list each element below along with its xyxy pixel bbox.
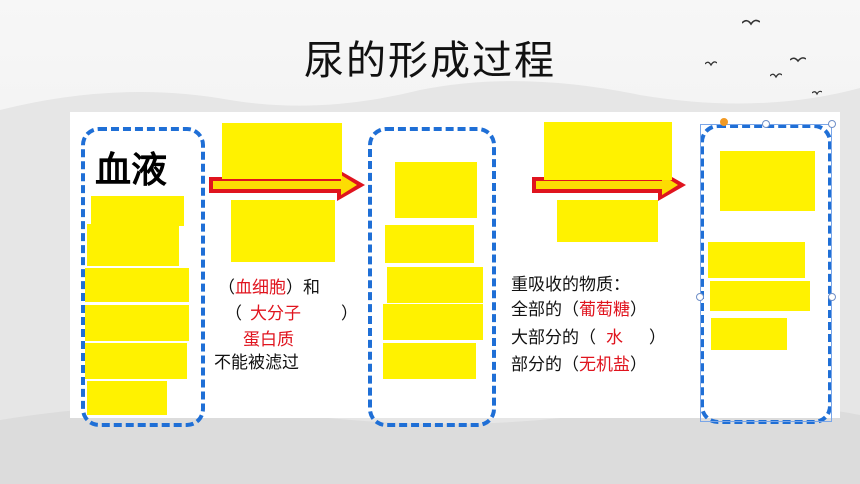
answer-cover-block[interactable] [231, 200, 335, 262]
bird-icon [812, 90, 822, 96]
reabsorb-row3: 部分的（无机盐） [511, 350, 647, 375]
answer-cover-block[interactable] [85, 268, 189, 302]
answer-cover-block[interactable] [387, 267, 483, 303]
answer-cover-block[interactable] [720, 151, 815, 211]
resize-handle[interactable] [828, 120, 836, 128]
filter-note-line2: （ 大分子 ） [225, 299, 358, 324]
answer-cover-block[interactable] [222, 123, 342, 179]
answer-cover-block[interactable] [385, 225, 474, 263]
answer-cover-block[interactable] [544, 122, 672, 180]
answer-cover-block[interactable] [87, 381, 167, 415]
paren: ） [341, 304, 358, 324]
resize-handle[interactable] [828, 293, 836, 301]
paren: ） [630, 300, 647, 320]
bird-icon [770, 73, 782, 79]
answer-cover-block[interactable] [87, 224, 179, 266]
answer-macromolecule: 大分子 [250, 304, 301, 324]
answer-cover-block[interactable] [91, 196, 184, 226]
answer-cover-block[interactable] [708, 242, 805, 278]
row-prefix: 部分的（ [511, 355, 579, 375]
reabsorb-row2: 大部分的（ 水 ） [511, 323, 666, 348]
blood-dashed-box [81, 127, 205, 427]
row-prefix: 全部的（ [511, 300, 579, 320]
bird-icon [705, 61, 717, 67]
bird-icon [742, 19, 760, 26]
answer-cover-block[interactable] [383, 304, 483, 340]
row-prefix: 大部分的（ [511, 328, 596, 348]
capsule-dashed-box [368, 127, 496, 427]
paren: （ [225, 304, 242, 324]
answer-cover-block[interactable] [711, 318, 787, 350]
answer-cover-block[interactable] [383, 343, 476, 379]
paren: ） [649, 328, 666, 348]
answer-cover-block[interactable] [395, 162, 477, 218]
paren: ） [630, 355, 647, 375]
resize-handle[interactable] [762, 120, 770, 128]
paren-and: ）和 [286, 278, 320, 298]
answer-salts: 无机盐 [579, 355, 630, 375]
filter-note-line4: 不能被滤过 [214, 353, 299, 373]
answer-cover-block[interactable] [557, 200, 658, 242]
answer-protein: 蛋白质 [243, 330, 294, 350]
rotate-handle[interactable] [720, 118, 728, 126]
resize-handle[interactable] [696, 293, 704, 301]
reabsorb-heading: 重吸收的物质： [511, 275, 630, 295]
filter-note-line1: （血细胞）和 [218, 273, 320, 298]
answer-cover-block[interactable] [85, 343, 187, 379]
answer-cover-block[interactable] [710, 281, 810, 311]
answer-cover-block[interactable] [85, 305, 189, 341]
answer-blood-cells: 血细胞 [235, 278, 286, 298]
blood-label: 血液 [95, 150, 168, 191]
answer-water: 水 [606, 328, 623, 348]
reabsorb-row1: 全部的（葡萄糖） [511, 295, 647, 320]
slide-title: 尿的形成过程 [304, 38, 556, 84]
paren: （ [218, 278, 235, 298]
answer-glucose: 葡萄糖 [579, 300, 630, 320]
bird-icon [790, 57, 806, 63]
